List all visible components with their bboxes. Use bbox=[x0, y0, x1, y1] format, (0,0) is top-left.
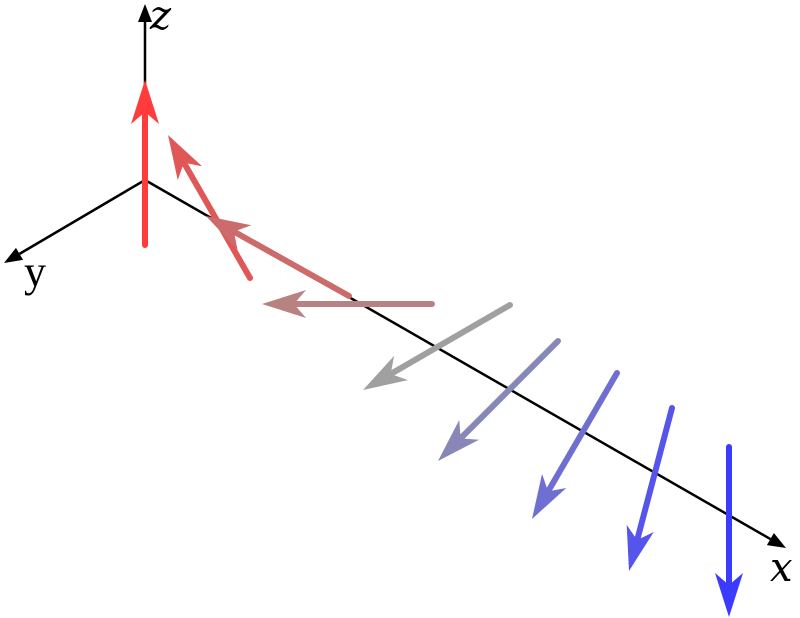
z-axis-label: z bbox=[150, 0, 172, 39]
arrow-4-arrowhead-icon bbox=[262, 290, 306, 318]
arrow-7 bbox=[532, 370, 620, 519]
x-axis-label: x bbox=[770, 545, 793, 591]
arrow-7-arrowhead-icon bbox=[532, 473, 567, 519]
arrows bbox=[131, 80, 743, 617]
arrow-1-arrowhead-icon bbox=[131, 80, 159, 124]
arrow-9 bbox=[715, 444, 743, 617]
y-axis-label: y bbox=[24, 247, 46, 296]
arrow-5-arrowhead-icon bbox=[363, 355, 409, 390]
arrow-1 bbox=[131, 80, 159, 248]
y-axis-arrowhead-icon bbox=[4, 247, 24, 263]
arrow-3-shaft bbox=[229, 227, 352, 299]
x-axis-arrowhead-icon bbox=[766, 532, 786, 548]
arrow-3-arrowhead-icon bbox=[206, 216, 252, 250]
axes bbox=[4, 4, 786, 548]
arrow-7-shaft bbox=[544, 370, 620, 497]
arrow-9-arrowhead-icon bbox=[715, 573, 743, 617]
arrow-2 bbox=[168, 135, 253, 281]
arrow-6-arrowhead-icon bbox=[438, 419, 480, 461]
z-axis-arrowhead-icon bbox=[138, 4, 152, 22]
arrow-4 bbox=[262, 290, 435, 318]
arrow-2-arrowhead-icon bbox=[168, 135, 203, 181]
arrow-6 bbox=[438, 338, 561, 461]
arrow-5 bbox=[363, 302, 513, 390]
arrow-8-shaft bbox=[633, 405, 675, 545]
y-axis-line bbox=[18, 178, 146, 255]
arrow-3 bbox=[206, 216, 352, 299]
arrow-6-shaft bbox=[456, 338, 561, 443]
arrow-8 bbox=[626, 405, 675, 571]
arrow-5-shaft bbox=[385, 302, 513, 378]
arrow-8-arrowhead-icon bbox=[626, 524, 654, 571]
